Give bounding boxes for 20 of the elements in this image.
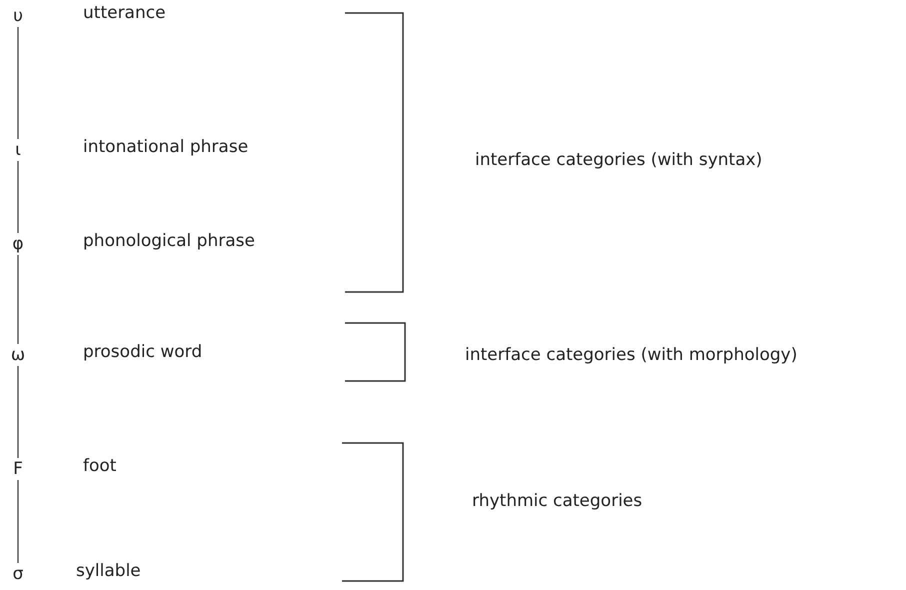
category-label: interface categories (with morphology) bbox=[465, 344, 798, 366]
connector-line bbox=[17, 161, 19, 233]
connector-line bbox=[17, 27, 19, 139]
level-symbol: ι bbox=[7, 139, 29, 161]
level-name: intonational phrase bbox=[83, 136, 248, 158]
level-symbol: υ bbox=[7, 5, 29, 27]
category-label: rhythmic categories bbox=[472, 490, 642, 512]
level-symbol: ω bbox=[7, 344, 29, 366]
level-symbol: F bbox=[7, 458, 29, 480]
level-name: prosodic word bbox=[83, 341, 202, 363]
level-name: phonological phrase bbox=[83, 230, 255, 252]
level-name: foot bbox=[83, 455, 116, 477]
level-symbol: φ bbox=[7, 233, 29, 255]
level-name: utterance bbox=[83, 2, 166, 24]
connector-line bbox=[17, 255, 19, 344]
connector-line bbox=[17, 480, 19, 563]
connector-line bbox=[17, 366, 19, 458]
level-symbol: σ bbox=[7, 563, 29, 585]
category-label: interface categories (with syntax) bbox=[475, 149, 762, 171]
level-name: syllable bbox=[76, 560, 141, 582]
